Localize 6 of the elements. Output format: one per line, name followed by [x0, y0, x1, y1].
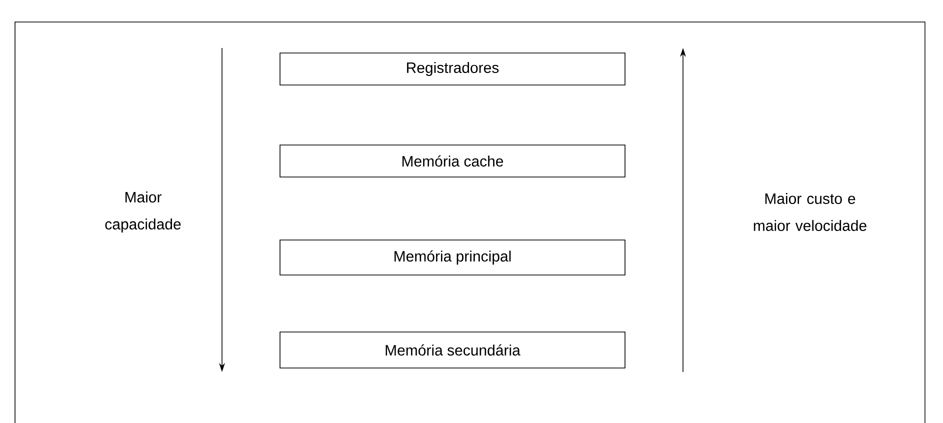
- memory-box: Memória principal: [280, 240, 626, 276]
- side-label: Maior capacidade: [105, 192, 181, 232]
- memory-box: Memória cache: [280, 144, 626, 178]
- memory-box: Registradores: [280, 52, 626, 86]
- memory-box: Memória secundária: [280, 332, 626, 368]
- side-label: Maior custo e maior velocidade: [754, 193, 866, 231]
